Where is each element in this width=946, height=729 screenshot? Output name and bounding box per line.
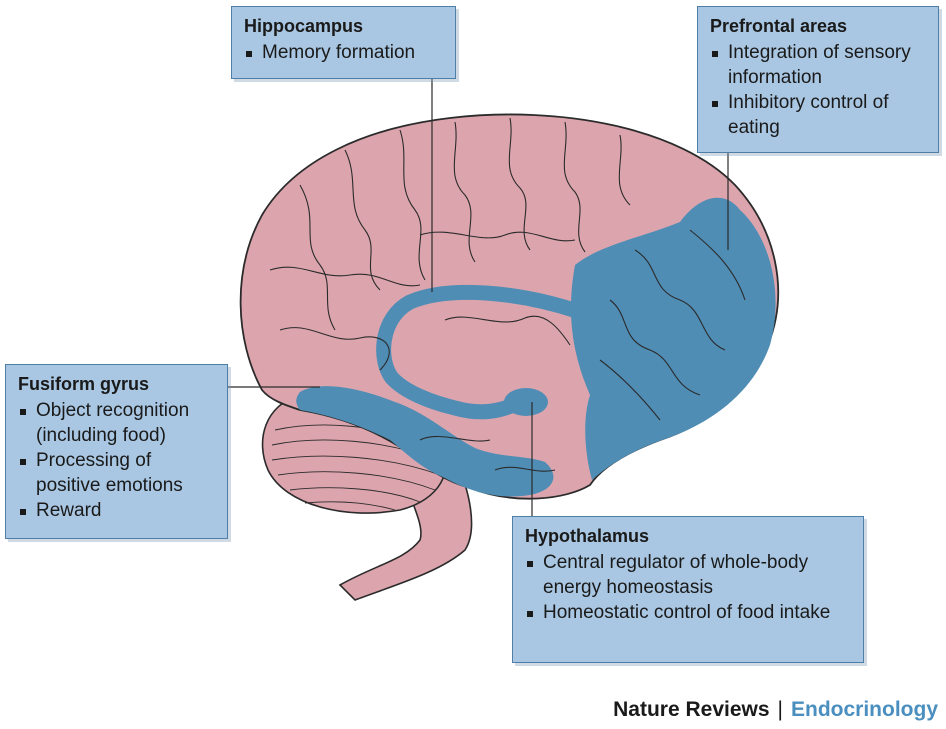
hippocampus-item: Memory formation (244, 40, 443, 65)
prefrontal-callout: Prefrontal areas Integration of sensory … (697, 6, 939, 153)
prefrontal-region (570, 197, 776, 481)
hypothalamus-item: Central regulator of whole-body energy h… (525, 550, 851, 600)
hippocampus-callout: Hippocampus Memory formation (231, 6, 456, 79)
fusiform-item: Object recognition (including food) (18, 398, 215, 448)
brainstem (338, 454, 473, 601)
cerebral-gyri (269, 117, 746, 472)
fusiform-item: Processing of positive emotions (18, 448, 215, 498)
hypothalamus-callout: Hypothalamus Central regulator of whole-… (512, 516, 864, 663)
hypothalamus-title: Hypothalamus (525, 526, 650, 546)
fusiform-callout: Fusiform gyrus Object recognition (inclu… (5, 364, 228, 539)
journal-name: Endocrinology (791, 698, 938, 721)
fusiform-region (296, 386, 554, 497)
hippocampus-region (376, 284, 588, 420)
fusiform-title: Fusiform gyrus (18, 374, 150, 394)
hippocampus-title: Hippocampus (244, 16, 364, 36)
leader-lines (228, 79, 729, 516)
journal-credit: Nature Reviews | Endocrinology (613, 697, 938, 723)
hypothalamus-region (504, 388, 548, 416)
fusiform-item: Reward (18, 498, 215, 523)
prefrontal-item: Inhibitory control of eating (710, 90, 926, 140)
prefrontal-title: Prefrontal areas (710, 16, 848, 36)
hypothalamus-item: Homeostatic control of food intake (525, 600, 851, 625)
publisher-name: Nature Reviews (613, 698, 770, 721)
credit-separator: | (777, 698, 783, 721)
prefrontal-item: Integration of sensory information (710, 40, 926, 90)
